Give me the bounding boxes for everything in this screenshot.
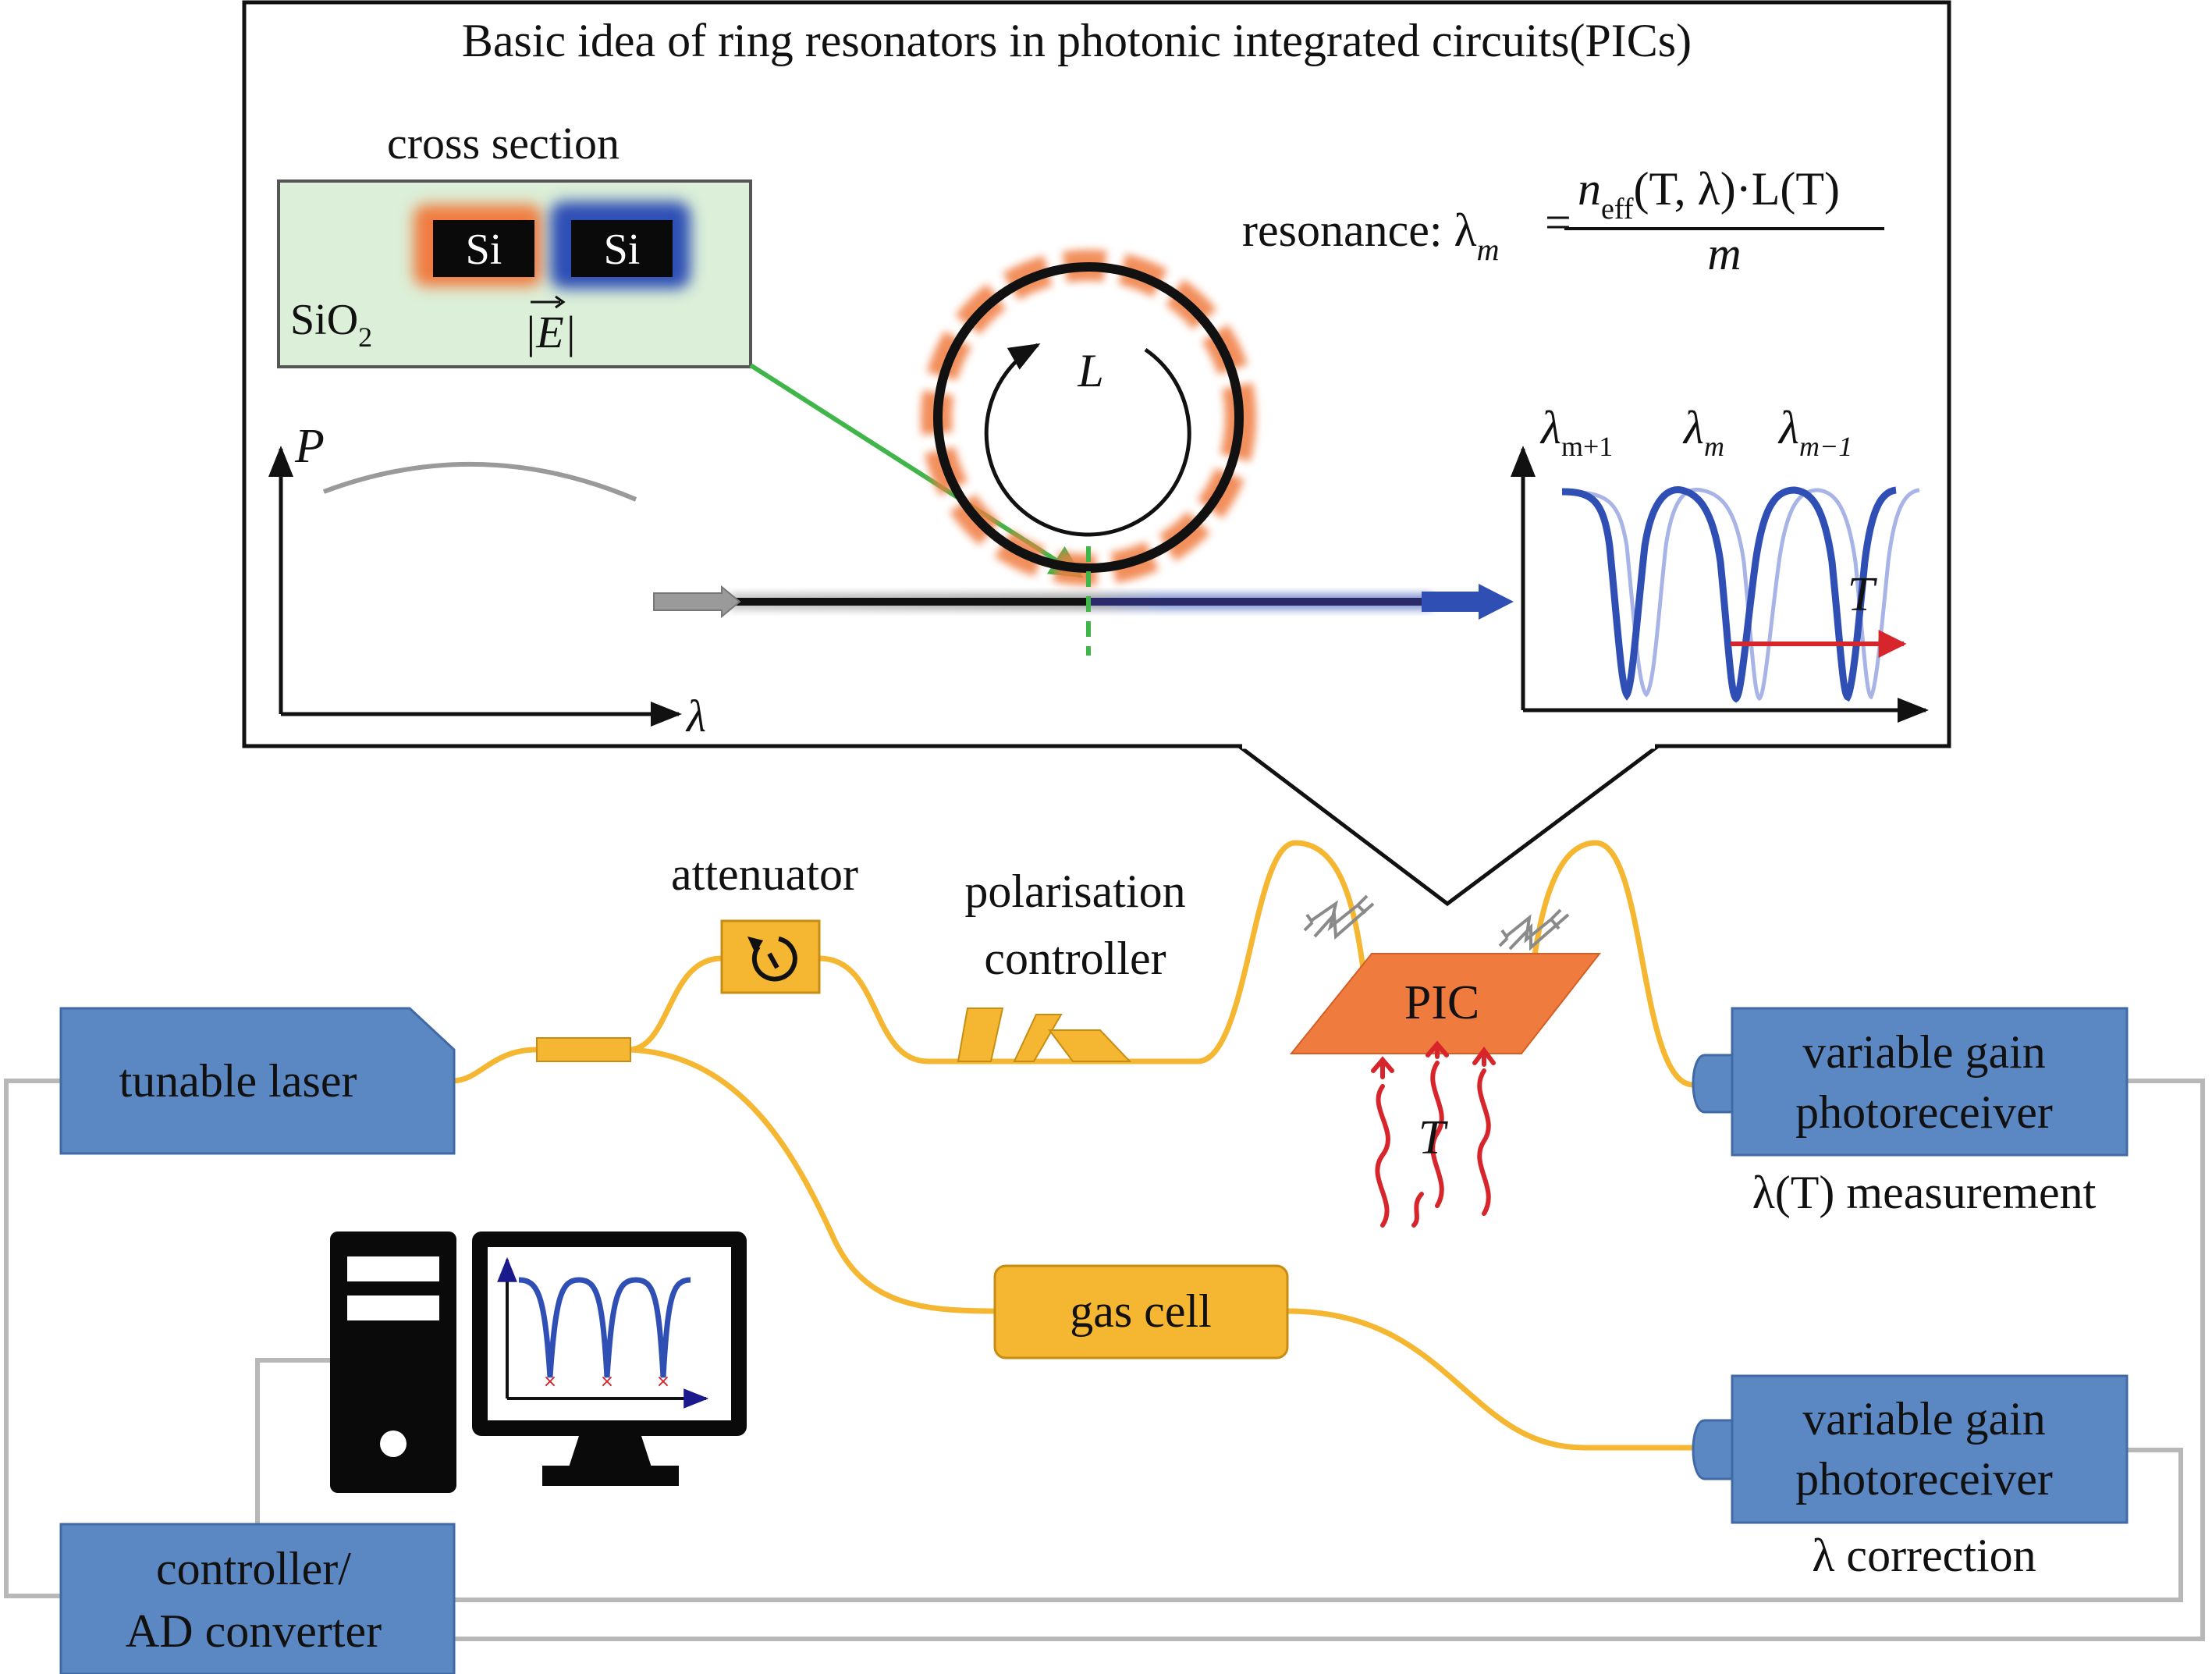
gas-cell-label: gas cell: [1070, 1285, 1212, 1337]
shift-temperature-label: T: [1848, 568, 1878, 621]
photoreceiver1-label-line1: variable gain: [1802, 1026, 2046, 1078]
photoreceiver2-label-line1: variable gain: [1802, 1393, 2046, 1445]
svg-text:×: ×: [656, 1372, 670, 1391]
fiber-attenuator-polariser: [816, 840, 1370, 1064]
circulation-arrow: [984, 343, 1191, 537]
pic-temperature-label: T: [1418, 1111, 1449, 1164]
tunable-laser: [59, 1007, 456, 1155]
callout-title: Basic idea of ring resonators in photoni…: [462, 15, 1692, 66]
resonance-formula: resonance: λm = neff(T, λ)·L(T) m: [1242, 163, 1884, 279]
signal-wires: [4, 1079, 2205, 1641]
svg-text:×: ×: [600, 1372, 614, 1391]
si-core-left: [433, 220, 534, 277]
photoreceiver1-label-line2: photoreceiver: [1795, 1086, 2053, 1138]
attenuator: [720, 919, 821, 994]
pic-chip: [1289, 953, 1602, 1054]
si-label-left: Si: [466, 226, 502, 274]
computer-tower-icon: [330, 1232, 456, 1493]
fiber-coupler-gascell: [625, 1047, 1000, 1314]
polarisation-label-line2: controller: [984, 933, 1166, 984]
field-vector-arrow: [531, 295, 566, 309]
svg-text:m: m: [1707, 228, 1741, 279]
input-power-curve: [322, 461, 637, 502]
photoreceiver2-label-line2: photoreceiver: [1795, 1453, 2053, 1505]
output-spectrum-plot: [1511, 446, 1929, 723]
photoreceiver-correction: [1692, 1374, 2129, 1524]
optical-fibers: [449, 840, 1708, 1451]
fiber-laser-coupler: [449, 1047, 540, 1084]
svg-text:λm: λm: [1682, 402, 1724, 462]
photoreceiver2-caption: λ correction: [1812, 1530, 2036, 1581]
polarisation-controller: [957, 1008, 1132, 1062]
transmission-shifted: [1561, 487, 1920, 702]
input-spectrum-ylabel: P: [294, 420, 325, 473]
polarisation-label-line1: polarisation: [964, 865, 1185, 917]
photoreceiver1-caption: λ(T) measurement: [1752, 1167, 2097, 1218]
cross-section-panel: [277, 179, 752, 368]
controller-label-line1: controller/: [156, 1543, 351, 1594]
attenuator-label: attenuator: [671, 848, 858, 900]
vibration-icon-left: [1303, 894, 1375, 940]
vibration-icon-right: [1498, 908, 1570, 951]
input-spectrum-plot: [268, 446, 682, 727]
svg-text:λm−1: λm−1: [1777, 402, 1852, 462]
bus-waveguide: [653, 546, 1514, 656]
callout-box: [242, 0, 1951, 907]
photoreceiver-measurement: [1692, 1007, 2129, 1157]
cross-section-label: cross section: [387, 118, 620, 169]
peak-labels: λm+1 λm λm−1: [1539, 402, 1852, 462]
tunable-laser-label: tunable laser: [119, 1055, 357, 1107]
heat-waves-icon: [1371, 1040, 1496, 1228]
monitor-spectrum-trace: [518, 1277, 691, 1378]
formula-prefix: resonance: λ: [1242, 204, 1477, 256]
output-arrow: [1422, 584, 1514, 620]
controller-ad-converter: [59, 1523, 456, 1674]
sio2-label: SiO2: [290, 296, 372, 353]
svg-text:neff(T, λ)·L(T): neff(T, λ)·L(T): [1578, 163, 1840, 226]
svg-text:resonance: λm: resonance: λm: [1242, 204, 1500, 267]
svg-text:=: =: [1545, 197, 1571, 248]
fiber-coupler-attenuator: [625, 955, 725, 1053]
input-spectrum-xlabel: λ: [685, 691, 706, 741]
fiber-gascell-receiver2: [1284, 1308, 1708, 1451]
pic-label: PIC: [1404, 976, 1479, 1029]
attenuator-knob-icon: [751, 937, 797, 982]
gas-cell: [993, 1264, 1289, 1359]
si-core-right: [571, 220, 673, 277]
input-arrow: [653, 585, 741, 619]
field-label: |E|: [524, 307, 576, 357]
transmission-main: [1561, 486, 1897, 703]
si-label-right: Si: [604, 226, 641, 274]
svg-text:λm+1: λm+1: [1539, 402, 1613, 462]
fiber-coupler: [536, 1037, 631, 1062]
svg-text:×: ×: [543, 1372, 557, 1391]
controller-label-line2: AD converter: [126, 1605, 382, 1657]
ring-length-label: L: [1077, 345, 1103, 396]
fiber-pic-receiver1: [1526, 840, 1708, 1088]
monitor-icon: × × ×: [472, 1232, 747, 1486]
ring-resonator: [921, 250, 1256, 585]
